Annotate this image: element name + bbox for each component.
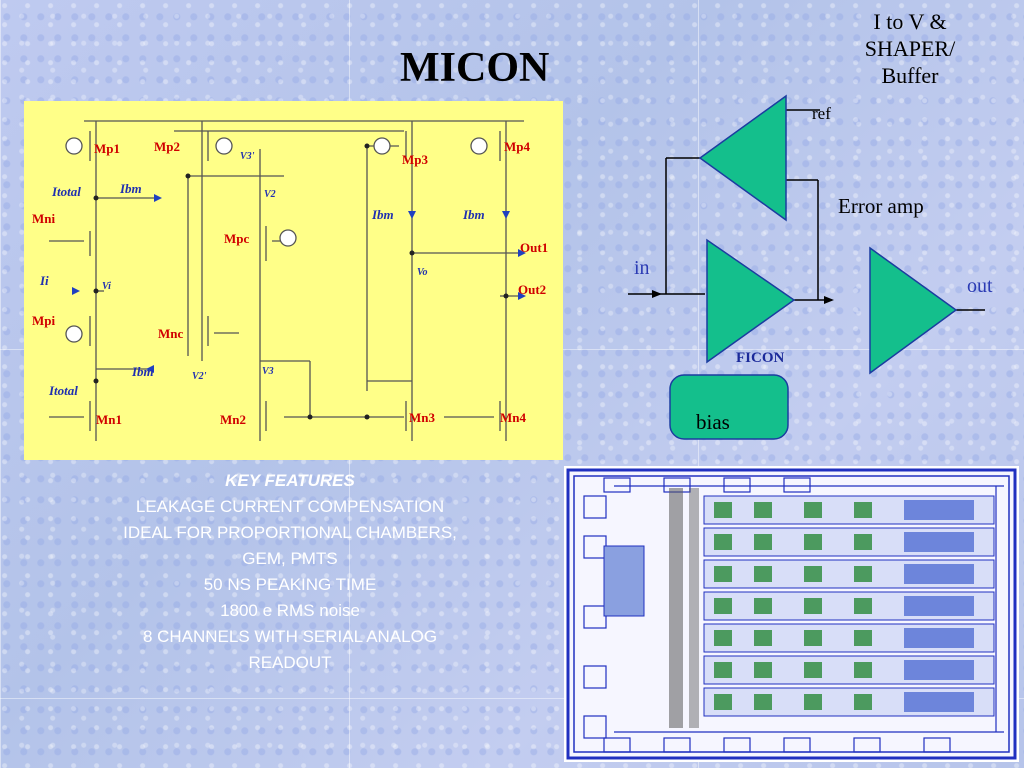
transistor-label: Mp3: [402, 152, 428, 167]
node-label: Vi: [102, 281, 111, 292]
transistor-label: Mn4: [500, 410, 526, 425]
block-title-line: Buffer: [881, 63, 939, 88]
transistor-label: Mn3: [409, 410, 435, 425]
bias-label: bias: [696, 410, 730, 434]
schematic-panel: Mp1 Mp2 Mp3 Mp4 Mni Mpi Mpc Mnc Mn1 Mn2 …: [24, 101, 563, 460]
transistor-label: Mp2: [154, 139, 180, 154]
node-label: V2': [192, 371, 207, 382]
feature-line: GEM, PMTS: [242, 549, 338, 568]
key-features: KEY FEATURES LEAKAGE CURRENT COMPENSATIO…: [52, 468, 528, 676]
node-label: Vo: [417, 267, 428, 278]
block-diagram: ref Error amp in out FICON bias: [600, 88, 1024, 458]
gate-bubble: [373, 137, 391, 155]
block-diagram-drawing: [628, 94, 985, 440]
block-title-line: SHAPER/: [864, 36, 956, 61]
gate-bubble: [470, 137, 488, 155]
slide-title: MICON: [400, 45, 550, 91]
output-label: Out1: [520, 240, 549, 255]
transistor-label: Mni: [32, 211, 56, 226]
error-amp-label: Error amp: [838, 194, 924, 218]
bias-box: [669, 374, 789, 440]
current-label: Ibm: [120, 181, 142, 196]
node-label: Ii: [40, 273, 49, 288]
gate-bubble: [279, 229, 297, 247]
schematic-drawing: [49, 120, 526, 441]
transistor-label: Mpc: [224, 231, 250, 246]
ref-label: ref: [812, 104, 831, 123]
features-header: KEY FEATURES: [225, 471, 355, 490]
in-label: in: [634, 257, 650, 279]
ficon-amp-triangle: [706, 238, 796, 364]
bg-grid-line: [0, 0, 1, 768]
current-label: Itotal: [52, 184, 81, 199]
node-label: V3: [262, 366, 274, 377]
current-label: Itotal: [49, 383, 78, 398]
current-label: Ibm: [463, 207, 485, 222]
chip-layout-drawing: [566, 468, 1017, 760]
feature-line: 8 CHANNELS WITH SERIAL ANALOG: [142, 627, 438, 646]
gate-bubble: [65, 325, 83, 343]
feature-line: 1800 e RMS noise: [220, 601, 360, 620]
gate-bubble: [65, 137, 83, 155]
node-label: V2: [264, 189, 276, 200]
feature-line: LEAKAGE CURRENT COMPENSATION: [135, 497, 445, 516]
error-amp-triangle: [698, 94, 787, 222]
node-label: V3': [240, 151, 255, 162]
bg-grid-line: [0, 698, 1024, 699]
block-title-line: I to V &: [873, 9, 947, 34]
gate-bubble: [215, 137, 233, 155]
current-label: Ibm: [132, 364, 154, 379]
chip-layout-image: [564, 466, 1019, 762]
transistor-label: Mpi: [32, 313, 56, 328]
ficon-label: FICON: [736, 350, 785, 366]
transistor-label: Mnc: [158, 326, 184, 341]
out-label: out: [967, 275, 993, 297]
transistor-label: Mp1: [94, 141, 120, 156]
block-title: I to V & SHAPER/ Buffer: [846, 8, 974, 89]
buffer-amp-triangle: [869, 246, 958, 375]
feature-line: 50 NS PEAKING TIME: [203, 575, 377, 594]
current-label: Ibm: [372, 207, 394, 222]
transistor-label: Mp4: [504, 139, 530, 154]
feature-line: IDEAL FOR PROPORTIONAL CHAMBERS,: [123, 523, 457, 542]
transistor-label: Mn1: [96, 412, 122, 427]
output-label: Out2: [518, 282, 547, 297]
feature-line: READOUT: [248, 653, 332, 672]
transistor-label: Mn2: [220, 412, 246, 427]
